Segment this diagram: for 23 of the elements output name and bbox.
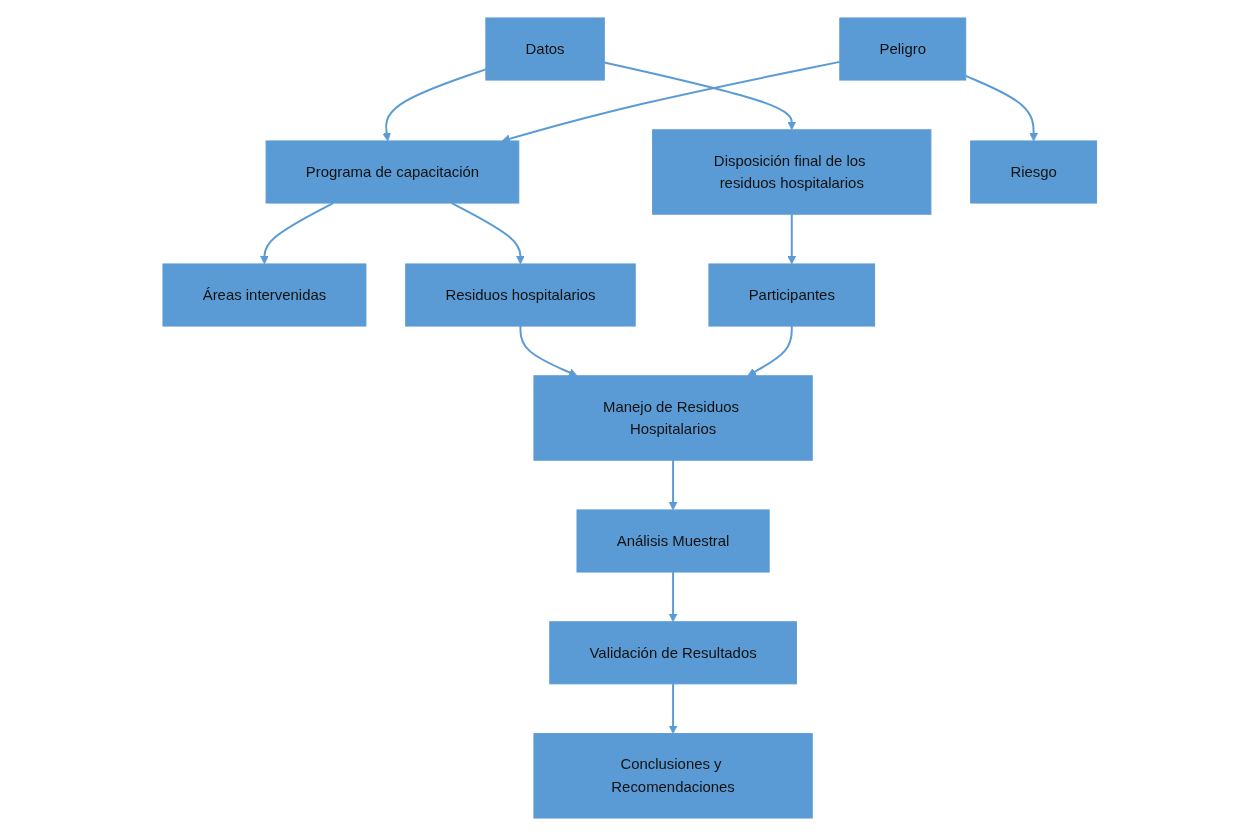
arrow	[259, 202, 334, 265]
node-box: Manejo de Residuos Hospitalarios	[533, 375, 813, 461]
node-box: Peligro	[839, 17, 966, 81]
arrow	[382, 68, 487, 142]
arrow	[603, 61, 796, 131]
arrow	[787, 213, 796, 265]
arrow	[964, 74, 1038, 142]
arrow	[668, 682, 678, 734]
arrow	[450, 202, 525, 265]
node-box: Validación de Resultados	[548, 621, 797, 685]
arrow	[668, 571, 678, 623]
arrow	[519, 325, 578, 377]
node-box: Conclusiones y Recomendaciones	[533, 733, 813, 819]
node-box: Residuos hospitalarios	[404, 263, 636, 327]
arrow	[747, 325, 793, 377]
node-box: Participantes	[708, 263, 875, 327]
arrow	[668, 459, 678, 511]
node-box: Programa de capacitación	[265, 140, 520, 204]
node-box: Riesgo	[969, 140, 1097, 204]
node-box: Áreas intervenidas	[162, 263, 367, 327]
node-box: Datos	[485, 17, 605, 81]
node-box: Análisis Muestral	[576, 509, 770, 573]
node-box: Disposición final de los residuos hospitalarios	[651, 129, 932, 215]
